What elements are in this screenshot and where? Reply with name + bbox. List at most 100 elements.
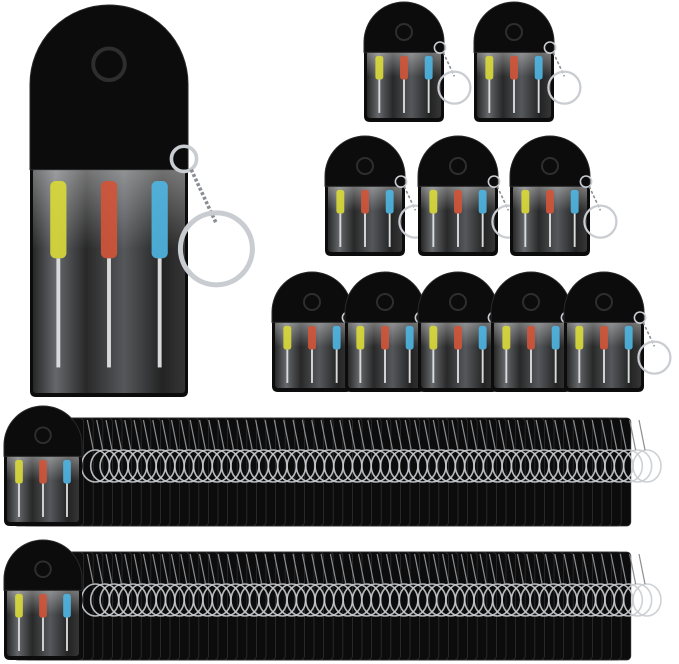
pouch bbox=[344, 271, 453, 392]
screwdriver-handle-blue bbox=[63, 459, 71, 484]
snap-button bbox=[356, 157, 374, 175]
stacked-keychain-link bbox=[311, 553, 319, 585]
stacked-keychain-link bbox=[619, 553, 627, 585]
stacked-keychain-link bbox=[367, 419, 375, 451]
screwdriver-shaft bbox=[488, 79, 491, 113]
bulk-pouch-stack bbox=[13, 417, 662, 527]
stacked-keychain-link bbox=[572, 419, 581, 451]
screwdriver-shaft bbox=[603, 349, 605, 383]
screwdriver-shaft bbox=[427, 79, 430, 113]
screwdriver-shaft bbox=[107, 258, 111, 368]
screwdriver-shaft bbox=[530, 349, 532, 383]
snap-button bbox=[303, 293, 321, 311]
stacked-keychain-link bbox=[591, 553, 599, 585]
stacked-split-ring bbox=[622, 449, 653, 483]
split-ring bbox=[547, 70, 582, 105]
stacked-keychain-link bbox=[535, 553, 543, 585]
stacked-keychain-link bbox=[414, 419, 422, 451]
screwdriver-shaft bbox=[18, 483, 20, 517]
stacked-keychain-link bbox=[292, 419, 300, 451]
screwdriver-handle-red bbox=[454, 189, 462, 214]
stacked-keychain-link bbox=[376, 553, 384, 585]
snap-button bbox=[449, 293, 467, 311]
screwdriver-shaft bbox=[388, 213, 391, 247]
stacked-keychain-link bbox=[339, 419, 347, 451]
screwdriver-shaft bbox=[359, 349, 362, 383]
stacked-keychain-link bbox=[152, 553, 160, 585]
screwdriver-shaft bbox=[432, 349, 435, 383]
stacked-keychain-link bbox=[208, 553, 216, 585]
screwdriver-handle-red bbox=[527, 325, 535, 350]
pouch bbox=[3, 539, 83, 660]
screwdriver-handle-blue bbox=[63, 593, 71, 618]
pouch-flap bbox=[417, 271, 499, 323]
stacked-keychain-link bbox=[236, 419, 244, 451]
screwdriver-handle-blue bbox=[332, 325, 341, 350]
stacked-keychain-link bbox=[255, 553, 263, 585]
pouch-flap bbox=[3, 539, 83, 591]
stacked-keychain-link bbox=[367, 553, 375, 585]
stacked-keychain-link bbox=[610, 419, 618, 451]
stacked-keychain-link bbox=[507, 419, 515, 451]
screwdriver-handle-yellow bbox=[485, 55, 494, 80]
screwdriver-handle-red bbox=[510, 55, 518, 80]
pouch-flap bbox=[324, 135, 406, 187]
stacked-keychain-link bbox=[105, 419, 113, 451]
stacked-keychain-link bbox=[161, 419, 169, 451]
stacked-keychain-link bbox=[170, 419, 179, 451]
stacked-keychain-link bbox=[451, 419, 459, 451]
stacked-keychain-link bbox=[601, 419, 609, 451]
screwdriver-handle-blue bbox=[624, 325, 633, 350]
screwdriver-handle-yellow bbox=[375, 55, 384, 80]
stacked-keychain-link bbox=[572, 553, 581, 585]
stacked-keychain-link bbox=[301, 553, 309, 585]
pouch-flap bbox=[473, 1, 555, 53]
stacked-keychain-link bbox=[488, 553, 496, 585]
stacked-keychain-link bbox=[114, 553, 122, 585]
snap-button bbox=[541, 157, 559, 175]
screwdriver-shaft bbox=[66, 617, 68, 651]
pouch bbox=[417, 135, 526, 256]
stacked-keychain-link bbox=[516, 419, 525, 451]
stacked-keychain-link bbox=[442, 553, 450, 585]
stacked-keychain-link bbox=[479, 553, 487, 585]
screwdriver-shaft bbox=[364, 213, 366, 247]
stacked-keychain-link bbox=[423, 419, 431, 451]
stacked-keychain-link bbox=[227, 553, 235, 585]
stacked-keychain-link bbox=[526, 553, 534, 585]
small-ring bbox=[487, 175, 501, 188]
stacked-keychain-link bbox=[507, 553, 515, 585]
stacked-keychain-link bbox=[292, 553, 300, 585]
screwdriver-handle-blue bbox=[424, 55, 433, 80]
pouch bbox=[3, 405, 83, 526]
stacked-keychain-link bbox=[86, 553, 94, 585]
screwdriver-shaft bbox=[408, 349, 411, 383]
screwdriver-shaft bbox=[457, 213, 459, 247]
screwdriver-handle-red bbox=[308, 325, 316, 350]
screwdriver-handle-yellow bbox=[429, 325, 438, 350]
stacked-keychain-link bbox=[601, 553, 609, 585]
pouch-flap bbox=[271, 271, 353, 323]
pouch bbox=[473, 1, 582, 122]
stacked-keychain-link bbox=[638, 419, 646, 451]
stacked-keychain-link bbox=[563, 419, 571, 451]
snap-button bbox=[34, 560, 52, 579]
stacked-keychain-link bbox=[301, 419, 309, 451]
screwdriver-handle-red bbox=[600, 325, 608, 350]
stacked-keychain-link bbox=[96, 553, 104, 585]
screwdriver-shaft bbox=[339, 213, 342, 247]
pouch-flap bbox=[363, 1, 445, 53]
stacked-keychain-link bbox=[404, 553, 412, 585]
screwdriver-handle-yellow bbox=[521, 189, 530, 214]
screwdriver-shaft bbox=[384, 349, 386, 383]
stacked-keychain-link bbox=[152, 419, 160, 451]
stacked-keychain-link bbox=[516, 553, 525, 585]
snap-button bbox=[376, 293, 394, 311]
screwdriver-shaft bbox=[554, 349, 557, 383]
split-ring bbox=[583, 204, 618, 239]
screwdriver-shaft bbox=[157, 258, 162, 368]
stacked-keychain-link bbox=[320, 419, 328, 451]
snap-button bbox=[34, 426, 52, 445]
